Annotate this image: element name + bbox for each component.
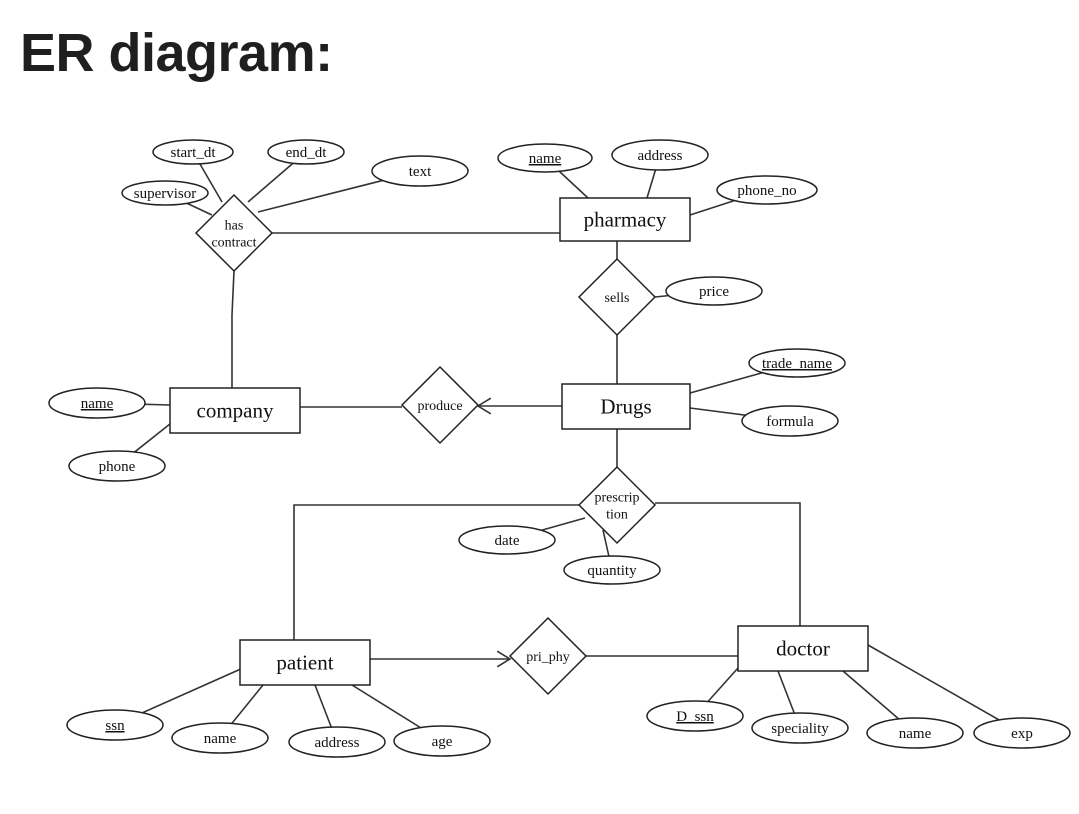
attribute-pt-ssn-label: ssn bbox=[105, 718, 125, 734]
attribute-sells-price-label: price bbox=[699, 284, 729, 300]
attribute-doc-exp bbox=[973, 717, 1071, 749]
link-patient-pri-phy-arrowhead bbox=[496, 650, 512, 668]
attribute-ph-name bbox=[497, 143, 593, 173]
attribute-co-name-label: name bbox=[81, 396, 114, 412]
relationship-prescription-label: tion bbox=[606, 508, 628, 523]
relationship-prescription-label: prescrip bbox=[594, 491, 639, 506]
attribute-pt-age-label: age bbox=[432, 734, 453, 750]
attribute-dr-trade-name-label: trade_name bbox=[762, 356, 832, 372]
attribute-sells-price bbox=[665, 276, 763, 306]
relationship-pri-phy bbox=[508, 616, 588, 696]
relationship-produce-label: produce bbox=[417, 399, 462, 414]
attribute-doc-name-label: name bbox=[899, 726, 932, 742]
attribute-ph-name-label: name bbox=[529, 151, 562, 167]
attribute-co-phone bbox=[68, 450, 166, 482]
attribute-co-phone-label: phone bbox=[99, 459, 136, 475]
link-prescription-patient bbox=[293, 504, 579, 640]
attribute-dr-formula-label: formula bbox=[766, 414, 814, 430]
entity-doctor-label: doctor bbox=[776, 637, 830, 661]
relationship-has-contract-label: contract bbox=[211, 236, 256, 251]
attribute-pt-address-label: address bbox=[315, 735, 360, 751]
attribute-co-name bbox=[48, 387, 146, 419]
attribute-hc-supervisor bbox=[121, 180, 209, 206]
attribute-doc-name bbox=[866, 717, 964, 749]
link-prescription-doctor bbox=[655, 502, 801, 626]
relationship-prescription bbox=[577, 465, 657, 545]
attribute-pt-name-label: name bbox=[204, 731, 237, 747]
page-title: ER diagram: bbox=[20, 23, 333, 83]
entity-patient bbox=[239, 639, 371, 686]
attribute-hc-end-dt bbox=[267, 139, 345, 165]
attribute-pt-ssn bbox=[66, 709, 164, 741]
attribute-doc-exp-label: exp bbox=[1011, 726, 1033, 742]
entity-drugs bbox=[561, 383, 691, 430]
attribute-doc-speciality bbox=[751, 712, 849, 744]
entity-pharmacy-label: pharmacy bbox=[584, 208, 667, 232]
entity-patient-label: patient bbox=[276, 651, 333, 675]
entity-company bbox=[169, 387, 301, 434]
entity-company-label: company bbox=[197, 399, 274, 423]
entity-drugs-label: Drugs bbox=[600, 395, 651, 419]
relationship-sells-label: sells bbox=[605, 291, 630, 306]
attribute-hc-start-dt-label: start_dt bbox=[171, 145, 217, 161]
attribute-hc-end-dt-label: end_dt bbox=[286, 145, 328, 161]
attribute-hc-text bbox=[371, 155, 469, 187]
attribute-pt-name bbox=[171, 722, 269, 754]
attr-link-doc-exp bbox=[867, 644, 1023, 734]
entity-doctor bbox=[737, 625, 869, 672]
relationship-has-contract-label: has bbox=[225, 219, 244, 234]
attribute-doc-d-ssn-label: D_ssn bbox=[676, 709, 714, 725]
attribute-rx-date-label: date bbox=[495, 533, 520, 549]
attribute-dr-trade-name bbox=[748, 348, 846, 378]
relationship-pri-phy-label: pri_phy bbox=[526, 650, 570, 665]
attribute-rx-quantity-label: quantity bbox=[587, 563, 637, 579]
attribute-ph-phone-no bbox=[716, 175, 818, 205]
attribute-ph-phone-no-label: phone_no bbox=[737, 183, 796, 199]
link-has-contract-company bbox=[231, 270, 235, 388]
relationship-sells bbox=[577, 257, 657, 337]
attribute-rx-date bbox=[458, 525, 556, 555]
entity-pharmacy bbox=[559, 197, 691, 242]
relationship-produce bbox=[400, 365, 480, 445]
attribute-dr-formula bbox=[741, 405, 839, 437]
attribute-hc-supervisor-label: supervisor bbox=[134, 186, 197, 202]
attribute-hc-start-dt bbox=[152, 139, 234, 165]
attribute-ph-address-label: address bbox=[638, 148, 683, 164]
attribute-pt-address bbox=[288, 726, 386, 758]
attribute-doc-d-ssn bbox=[646, 700, 744, 732]
attribute-rx-quantity bbox=[563, 555, 661, 585]
relationship-has-contract bbox=[194, 193, 274, 273]
attribute-pt-age bbox=[393, 725, 491, 757]
attribute-ph-address bbox=[611, 139, 709, 171]
attribute-doc-speciality-label: speciality bbox=[771, 721, 829, 737]
attribute-hc-text-label: text bbox=[409, 164, 432, 180]
